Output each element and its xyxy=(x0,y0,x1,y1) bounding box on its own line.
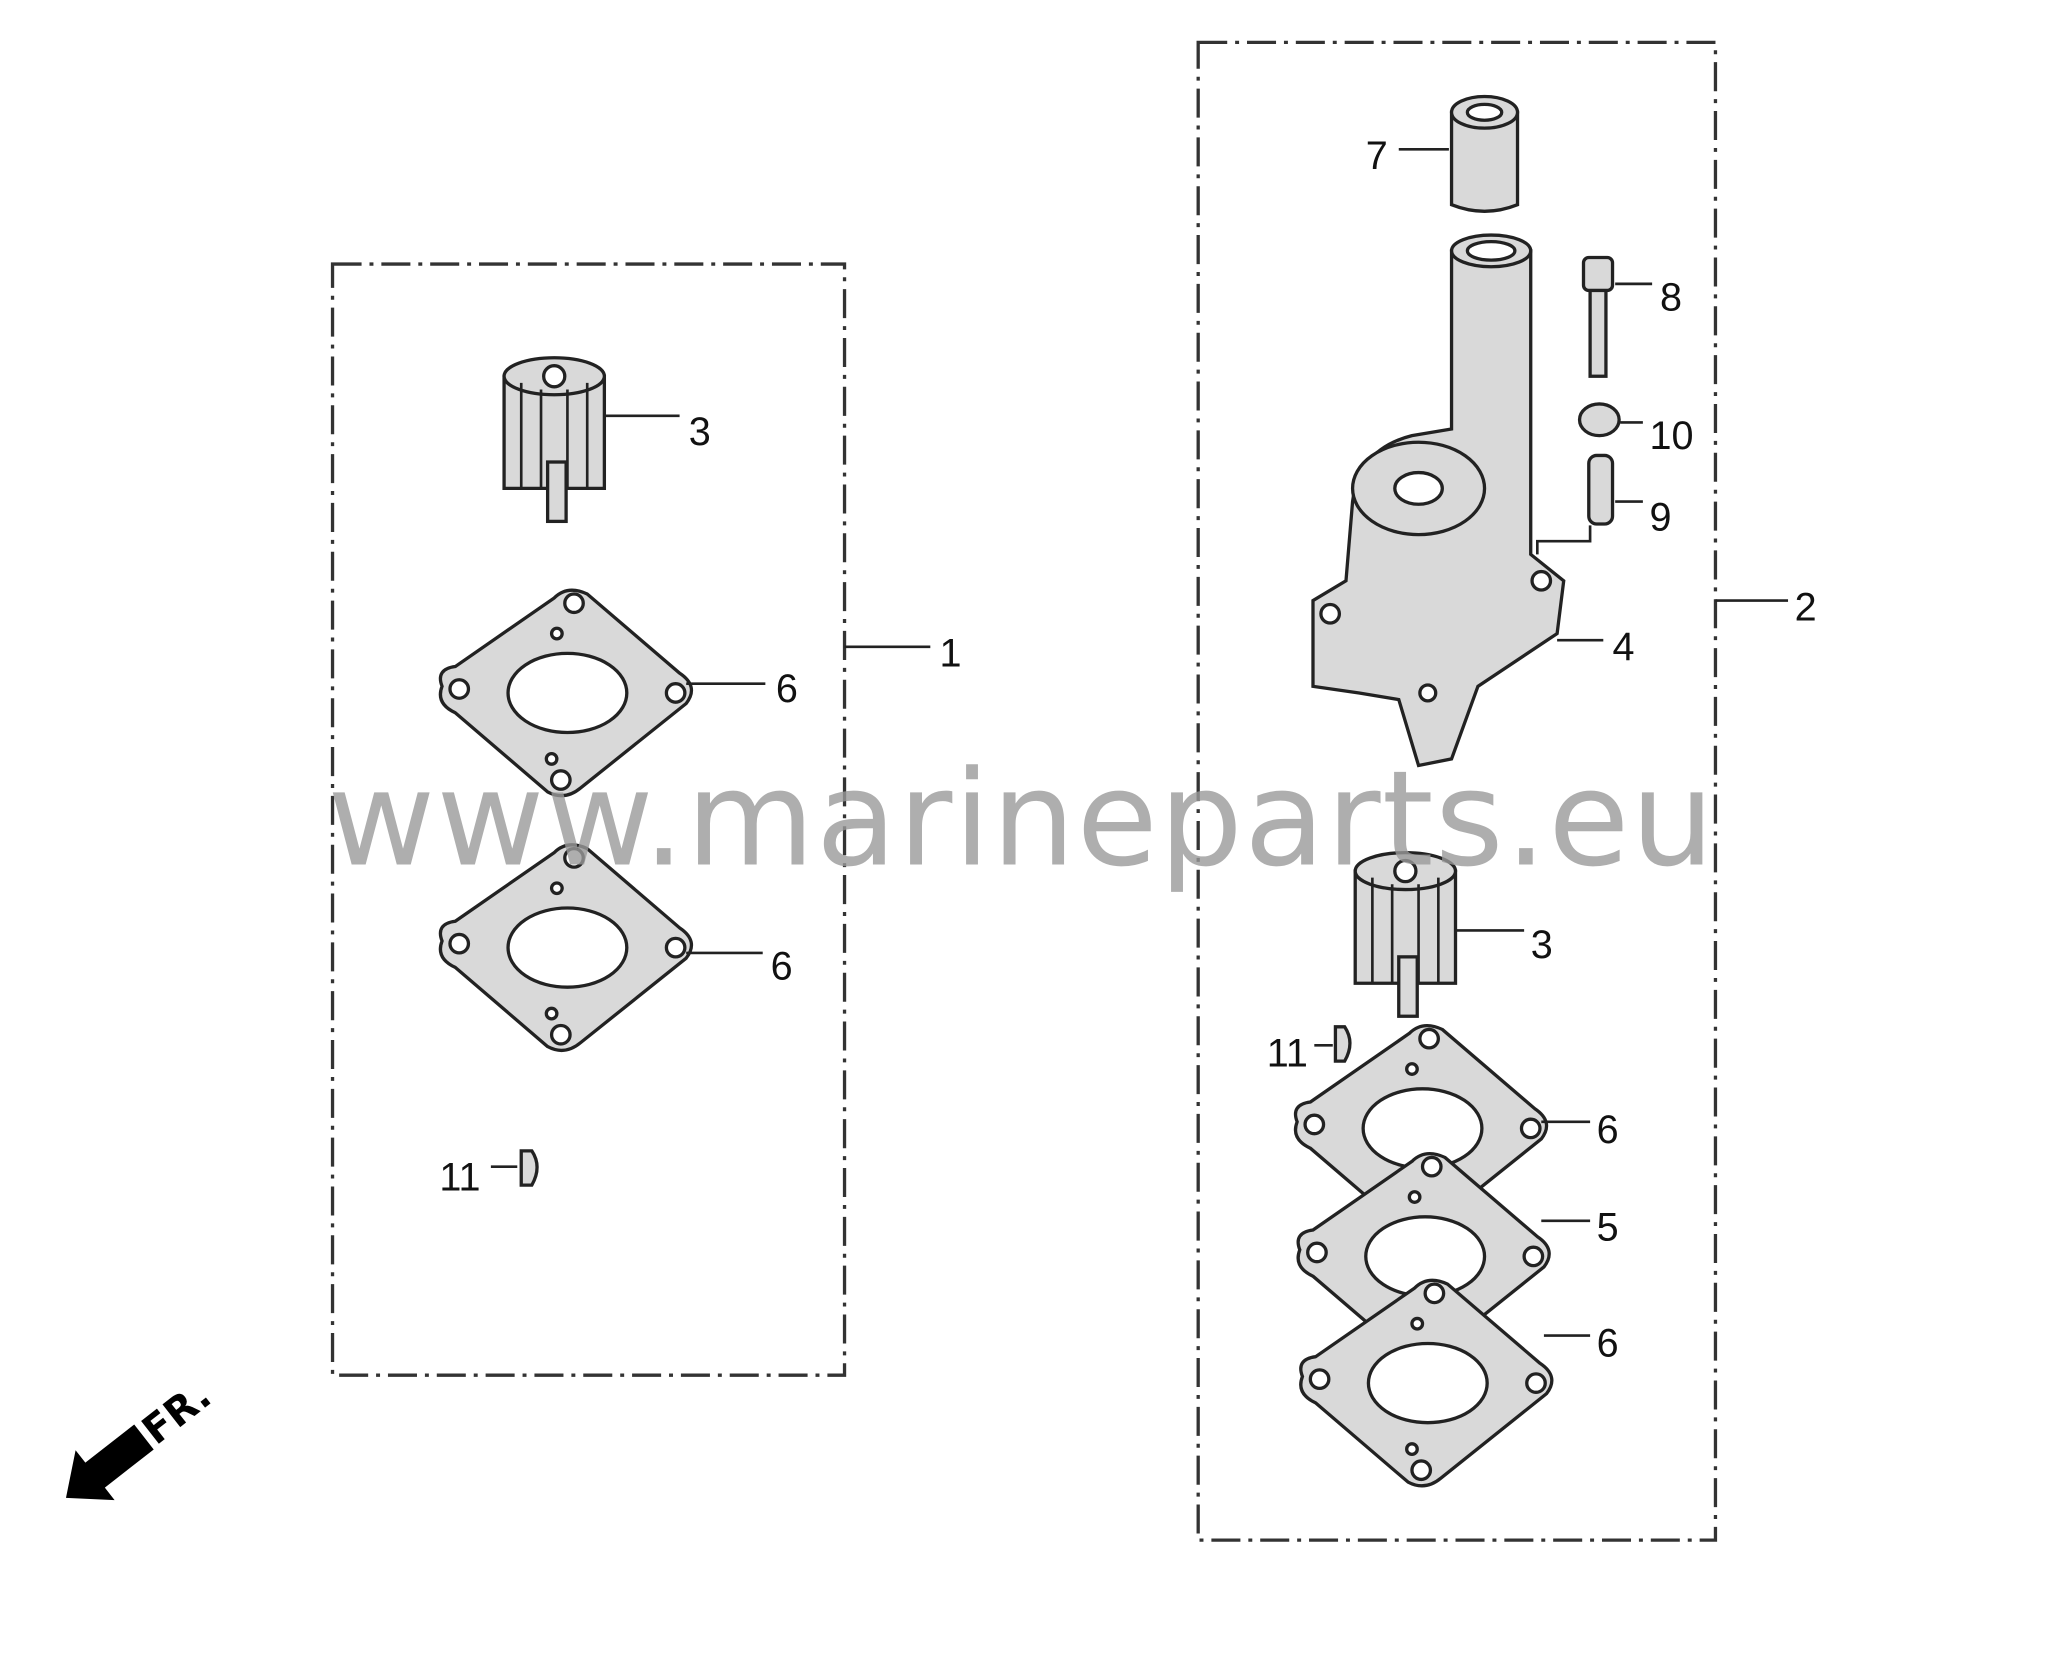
callout-9: 9 xyxy=(1649,496,1671,540)
front-direction-arrow: FR. xyxy=(65,1372,220,1501)
group-1-box xyxy=(330,262,847,1377)
callout-6: 6 xyxy=(1597,1108,1619,1152)
callout-5: 5 xyxy=(1597,1206,1619,1250)
key-drawing xyxy=(1333,1025,1352,1063)
callout-6: 6 xyxy=(771,944,793,988)
callout-2: 2 xyxy=(1795,585,1817,629)
grommet-drawing xyxy=(1577,402,1621,438)
gasket-drawing xyxy=(1299,1278,1554,1488)
watermark: www.marineparts.eu xyxy=(327,743,1715,896)
callout-11: 11 xyxy=(439,1155,480,1199)
dowel-pin-drawing xyxy=(1587,453,1615,526)
callout-3: 3 xyxy=(689,410,711,454)
callout-4: 4 xyxy=(1613,625,1635,669)
key-drawing xyxy=(519,1149,539,1187)
callout-6: 6 xyxy=(776,667,798,711)
sleeve-drawing xyxy=(1449,94,1520,213)
callout-10: 10 xyxy=(1649,414,1693,458)
impeller-drawing xyxy=(502,356,607,524)
callout-6: 6 xyxy=(1597,1322,1619,1366)
group-2-box xyxy=(1196,40,1718,1542)
pump-housing-drawing xyxy=(1311,233,1566,768)
callout-11: 11 xyxy=(1267,1031,1308,1075)
callout-8: 8 xyxy=(1660,275,1682,319)
bolt-drawing xyxy=(1581,255,1615,378)
callout-7: 7 xyxy=(1366,134,1388,178)
callout-3: 3 xyxy=(1531,923,1553,967)
callout-1: 1 xyxy=(940,632,962,676)
